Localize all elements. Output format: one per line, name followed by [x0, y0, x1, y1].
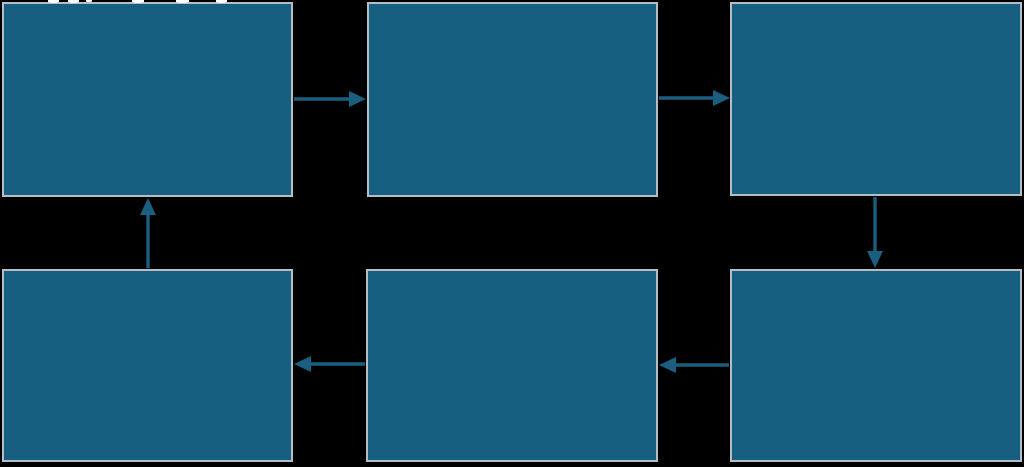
cropped-text-fragment-2 [68, 0, 79, 3]
flow-box-top-right [730, 2, 1022, 196]
flow-box-top-middle [367, 2, 658, 197]
cropped-text-fragment-6 [216, 0, 227, 3]
cropped-text-fragment-3 [86, 0, 92, 2]
flow-box-bottom-right [730, 269, 1022, 462]
cropped-text-fragment-4 [132, 0, 144, 3]
flow-box-bottom-left [2, 269, 293, 462]
cropped-text-fragment-5 [176, 0, 189, 3]
flow-box-top-left [2, 2, 293, 197]
flow-box-bottom-middle [366, 269, 658, 462]
cropped-text-fragment-1 [48, 0, 59, 3]
